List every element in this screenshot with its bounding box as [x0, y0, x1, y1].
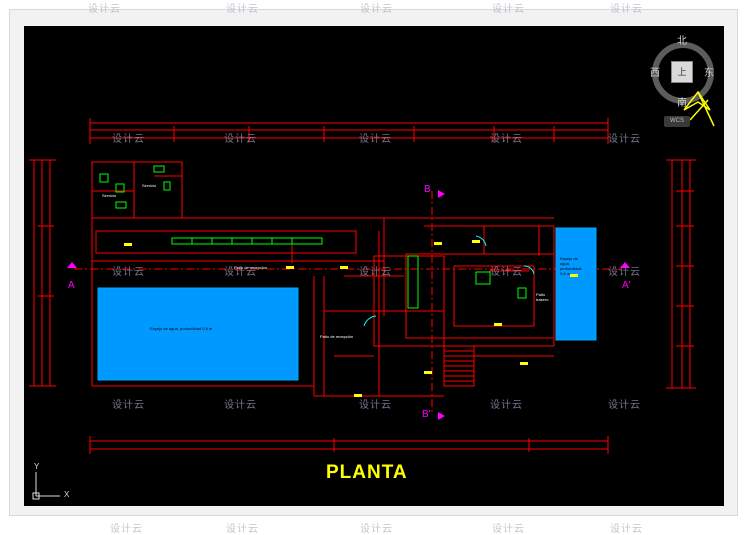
room-label-patio-recepcion: Patio de recepción — [234, 265, 268, 270]
section-label-b-top: B — [424, 184, 431, 195]
watermark: 设计云 — [490, 134, 523, 145]
viewcube-south[interactable]: 南 — [677, 98, 687, 109]
wcs-menu-button[interactable]: WCS — [664, 116, 690, 127]
room-label-patio-trasero: Patio trasero — [536, 292, 549, 302]
room-label-espejo-agua-small: Espejo de agua, profundidad: 0,6 m — [560, 256, 583, 276]
section-label-a-right: A' — [622, 280, 631, 291]
ucs-x-label: X — [64, 490, 70, 499]
section-label-a-left: A — [68, 280, 75, 291]
watermark: 设计云 — [608, 267, 641, 278]
viewcube[interactable]: 上 北 西 东 南 WCS — [650, 36, 718, 127]
watermark: 设计云 — [224, 400, 257, 411]
watermark: 设计云 — [610, 4, 643, 15]
viewcube-compass-ring[interactable] — [652, 42, 714, 104]
watermark: 设计云 — [359, 134, 392, 145]
sheet-title: PLANTA — [326, 462, 408, 483]
water-pool-small — [555, 227, 597, 341]
room-label-servicio: Servicio — [102, 193, 117, 198]
ucs-icon: Y X — [30, 462, 74, 502]
watermark: 设计云 — [492, 524, 525, 535]
viewcube-north[interactable]: 北 — [677, 36, 687, 47]
room-label-patio-recepcion: Patio de recepción — [320, 334, 354, 339]
viewcube-east[interactable]: 东 — [704, 68, 714, 79]
watermark: 设计云 — [226, 524, 259, 535]
north-arrow-icon — [683, 90, 715, 127]
watermark: 设计云 — [360, 4, 393, 15]
watermark: 设计云 — [490, 267, 523, 278]
ucs-y-label: Y — [34, 462, 40, 471]
watermark: 设计云 — [112, 134, 145, 145]
section-label-b-bottom: B' — [422, 409, 431, 420]
watermark: 设计云 — [224, 267, 257, 278]
viewcube-top-face[interactable]: 上 — [671, 61, 693, 83]
watermark: 设计云 — [112, 400, 145, 411]
ucs-axes-icon — [32, 472, 60, 500]
room-label-servicio: Servicio — [142, 183, 157, 188]
room-label-espejo-agua: Espejo de agua, profundidad 0,6 m — [150, 326, 213, 331]
watermark: 设计云 — [110, 524, 143, 535]
watermark: 设计云 — [490, 400, 523, 411]
watermark: 设计云 — [608, 134, 641, 145]
watermark: 设计云 — [226, 4, 259, 15]
watermark: 设计云 — [610, 524, 643, 535]
watermark: 设计云 — [112, 267, 145, 278]
watermark: 设计云 — [359, 267, 392, 278]
watermark: 设计云 — [360, 524, 393, 535]
watermark: 设计云 — [359, 400, 392, 411]
floor-plan-drawing[interactable] — [24, 26, 724, 506]
watermark: 设计云 — [224, 134, 257, 145]
cad-viewport[interactable]: B B' A A' Servicio Servicio Patio de rec… — [24, 26, 724, 506]
viewcube-west[interactable]: 西 — [650, 68, 660, 79]
watermark: 设计云 — [608, 400, 641, 411]
water-pool-large — [97, 287, 299, 381]
watermark: 设计云 — [492, 4, 525, 15]
watermark: 设计云 — [88, 4, 121, 15]
